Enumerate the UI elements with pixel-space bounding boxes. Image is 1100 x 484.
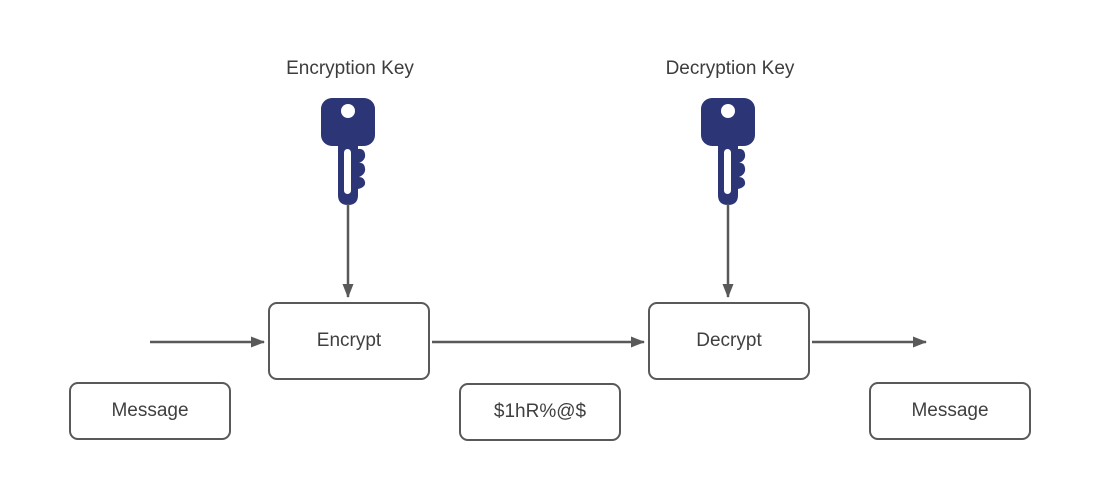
decrypt-box: Decrypt: [648, 302, 810, 380]
encryption-key-label: Encryption Key: [286, 58, 414, 79]
encrypt-box: Encrypt: [268, 302, 430, 380]
message-output-label: Message: [911, 400, 989, 421]
decryption-key-icon: [701, 98, 755, 205]
decryption-key-label: Decryption Key: [665, 58, 795, 79]
message-input-box: Message: [69, 382, 231, 440]
decrypt-box-label: Decrypt: [696, 330, 762, 351]
encryption-key-icon: [321, 98, 375, 205]
ciphertext-label: $1hR%@$: [493, 401, 587, 422]
encrypt-box-label: Encrypt: [316, 330, 382, 351]
ciphertext-box: $1hR%@$: [459, 383, 621, 441]
message-output-box: Message: [869, 382, 1031, 440]
message-input-label: Message: [111, 400, 189, 421]
